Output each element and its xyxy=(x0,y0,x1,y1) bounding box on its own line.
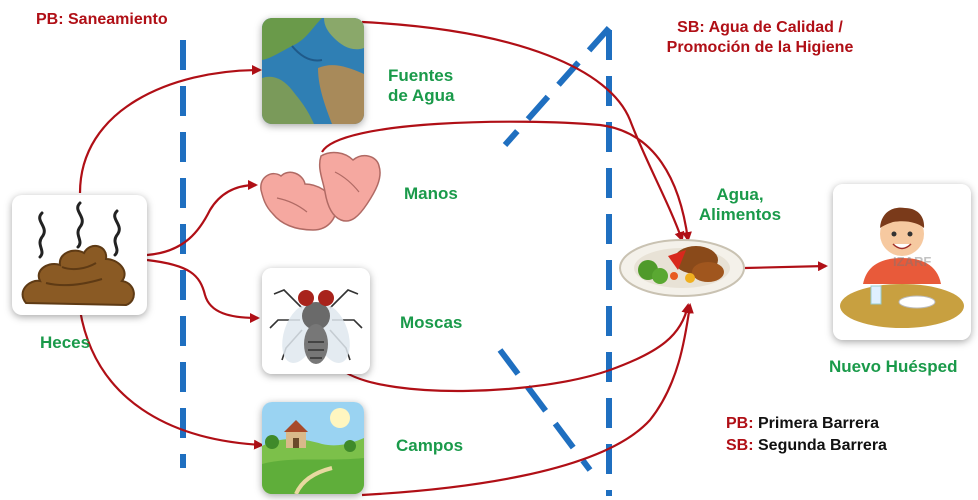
arrow-heces-fuentes xyxy=(78,65,262,194)
feces-image xyxy=(12,195,147,315)
watermark: IZARF xyxy=(893,254,932,269)
manos-label: Manos xyxy=(404,184,458,203)
nuevo-huesped-label: Nuevo Huésped xyxy=(829,357,958,376)
agua-label-line1: Agua, xyxy=(716,185,764,204)
legend-sb-text: Segunda Barrera xyxy=(753,437,887,454)
new-host-image: IZARF xyxy=(833,184,971,340)
fuentes-label: Fuentes de Agua xyxy=(388,66,455,106)
sb-title-line1: SB: Agua de Calidad / xyxy=(677,19,843,36)
arrow-fuentes-agua xyxy=(361,20,685,242)
arrow-heces-moscas xyxy=(146,258,260,323)
agua-label-line2: Alimentos xyxy=(698,205,782,224)
hands-image xyxy=(260,151,381,231)
pb-title: PB: Saneamiento xyxy=(36,11,168,28)
legend-sb-abbr: SB: xyxy=(726,437,754,454)
agua-alimentos-label: Agua, Alimentos xyxy=(690,185,790,225)
campos-label: Campos xyxy=(396,436,464,455)
sb-title-line2: Promoción de la Higiene xyxy=(666,39,854,56)
fuentes-label-line2: de Agua xyxy=(388,86,455,105)
legend: PB: Primera Barrera SB: Segunda Barrera xyxy=(726,413,887,457)
food-plate-image xyxy=(619,239,745,297)
arrow-campos-agua xyxy=(361,303,694,497)
arrow-agua-huesped xyxy=(744,261,828,272)
arrow-moscas-agua xyxy=(344,303,692,393)
fly-image xyxy=(262,268,370,374)
arrow-heces-manos xyxy=(146,180,258,257)
secondary-barrier-diagonal-bottom xyxy=(497,348,593,472)
secondary-barrier-diagonal-top xyxy=(502,26,612,147)
fuentes-label-line1: Fuentes xyxy=(388,66,454,85)
sb-title: SB: Agua de Calidad / Promoción de la Hi… xyxy=(630,18,890,58)
heces-label: Heces xyxy=(40,333,91,352)
moscas-label: Moscas xyxy=(400,313,463,332)
fields-image xyxy=(262,402,364,494)
legend-sb: SB: Segunda Barrera xyxy=(726,435,887,457)
arrow-manos-agua xyxy=(321,120,692,242)
legend-pb-abbr: PB: xyxy=(726,415,754,432)
legend-pb-text: Primera Barrera xyxy=(753,415,879,432)
legend-pb: PB: Primera Barrera xyxy=(726,413,887,435)
arrow-heces-campos xyxy=(78,309,264,450)
water-sources-image xyxy=(262,18,364,124)
